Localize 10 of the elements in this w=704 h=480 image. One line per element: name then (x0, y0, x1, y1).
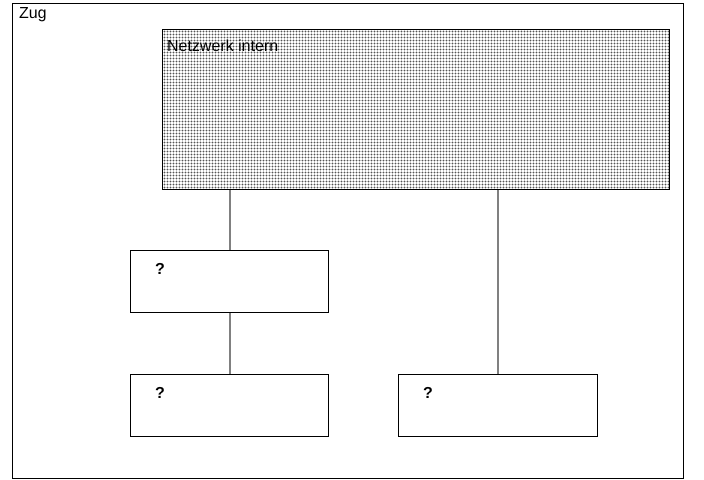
component-box (398, 374, 598, 437)
frame-title: Zug (19, 5, 47, 23)
box-label: ? (423, 385, 433, 403)
box-label: ? (155, 261, 165, 279)
box-label: ? (155, 385, 165, 403)
box-label: Netzwerk intern (167, 38, 278, 56)
network-box (162, 29, 670, 190)
component-box (130, 250, 329, 313)
train-frame (12, 3, 684, 479)
component-box (130, 374, 329, 437)
